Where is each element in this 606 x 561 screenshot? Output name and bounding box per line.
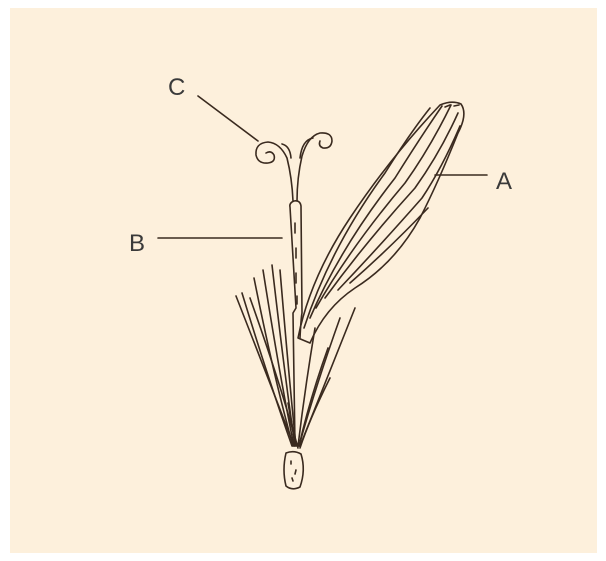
label-a: A (496, 170, 512, 194)
label-c: C (168, 76, 185, 100)
label-b: B (129, 232, 145, 256)
flower-illustration (10, 8, 597, 553)
diagram-panel: A B C (10, 8, 597, 553)
